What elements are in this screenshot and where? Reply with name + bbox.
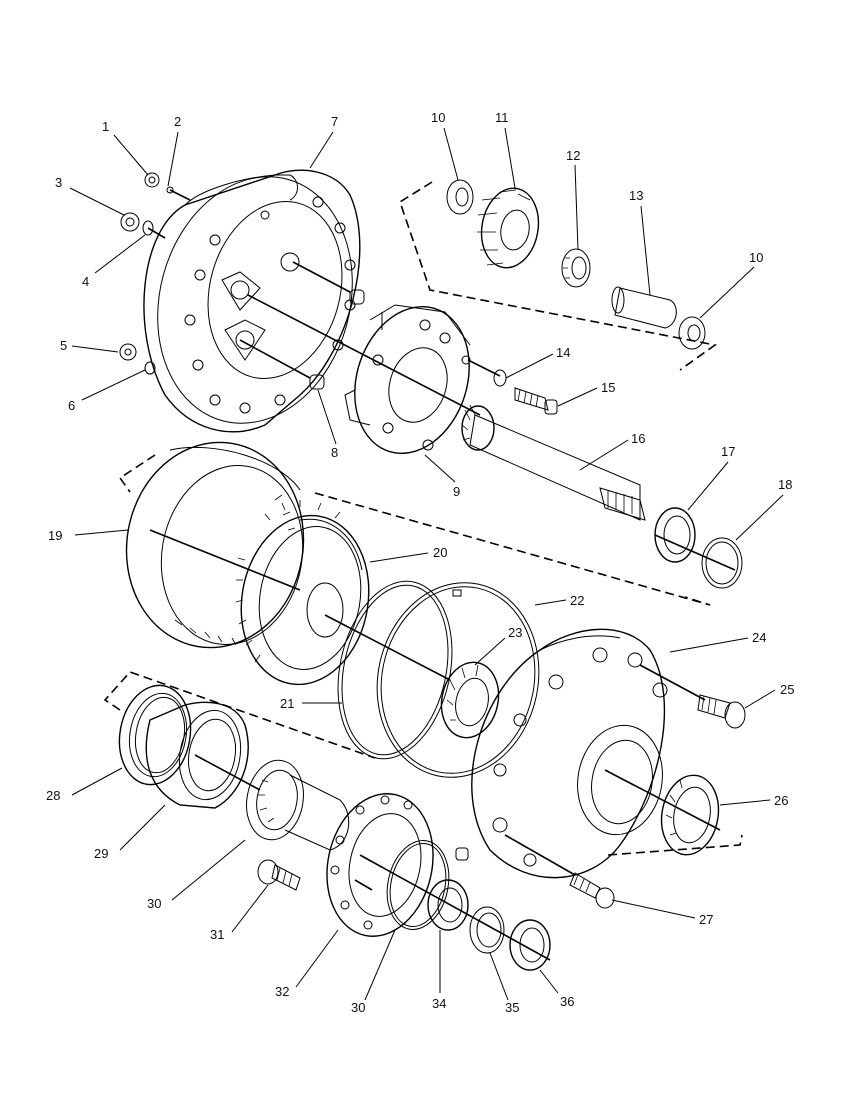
- ring-gear-group-bracket: [118, 454, 711, 606]
- callout-7: 7: [331, 114, 338, 129]
- callout-labels: 1 2 3 4 5 6 7 8 9 10 10 11 12 13 14 15 1…: [46, 110, 794, 1015]
- part-29-seal-housing: [145, 701, 249, 809]
- part-12-needle-bearing: [561, 248, 591, 288]
- callout-14: 14: [556, 345, 570, 360]
- part-1-nut: [144, 172, 160, 188]
- bottom-assembly-axes: [194, 754, 551, 961]
- callout-12: 12: [566, 148, 580, 163]
- callout-26: 26: [774, 793, 788, 808]
- callout-36: 36: [560, 994, 574, 1009]
- part-8-dowel-pins: [309, 289, 365, 390]
- callout-15: 15: [601, 380, 615, 395]
- part-18-snap-ring: [701, 537, 743, 589]
- leader-lines: [69, 127, 784, 1001]
- callout-10b: 10: [749, 250, 763, 265]
- callout-20: 20: [433, 545, 447, 560]
- callout-18: 18: [778, 477, 792, 492]
- callout-25: 25: [780, 682, 794, 697]
- callout-32: 32: [275, 984, 289, 999]
- part-36-washer: [509, 919, 551, 971]
- part-31-bolt: [257, 859, 301, 891]
- part-35-snap-ring: [469, 906, 505, 954]
- part-5-nut: [119, 343, 137, 361]
- callout-13: 13: [629, 188, 643, 203]
- middle-assembly-axes: [149, 529, 721, 876]
- part-16-sun-gear-shaft: [461, 404, 646, 521]
- part-20-ring-gear: [235, 500, 370, 686]
- callout-34: 34: [432, 996, 446, 1011]
- part-32-bearing-carrier-plate: [326, 793, 469, 937]
- callout-23: 23: [508, 625, 522, 640]
- part-13-planet-shaft: [611, 286, 677, 329]
- part-3-nut: [120, 212, 140, 232]
- callout-10a: 10: [431, 110, 445, 125]
- part-21-retaining-ring: [337, 580, 453, 760]
- callout-17: 17: [721, 444, 735, 459]
- part-30-ring-second: [386, 840, 450, 930]
- callout-21: 21: [280, 696, 294, 711]
- top-assembly-axes: [147, 189, 736, 571]
- part-11-planet-gear: [477, 187, 540, 269]
- part-22-retaining-ring: [376, 582, 540, 778]
- part-24-wheel-hub: [471, 628, 668, 879]
- callout-24: 24: [752, 630, 766, 645]
- part-28-seal: [118, 684, 192, 786]
- callout-4: 4: [82, 274, 89, 289]
- part-14-washer: [493, 369, 507, 387]
- callout-2: 2: [174, 114, 181, 129]
- part-10-thrust-washer-bottom: [678, 316, 706, 350]
- callout-31: 31: [210, 927, 224, 942]
- callout-8: 8: [331, 445, 338, 460]
- planet-set-group-bracket: [399, 181, 717, 371]
- callout-11: 11: [495, 110, 509, 125]
- part-7-carrier-flange: [143, 169, 361, 433]
- part-15-bolt: [514, 387, 558, 415]
- callout-1: 1: [102, 119, 109, 134]
- callout-22: 22: [570, 593, 584, 608]
- bottom-group-bracket: [103, 671, 376, 759]
- part-30-spindle-adapter: [246, 759, 350, 851]
- callout-30a: 30: [147, 896, 161, 911]
- callout-6: 6: [68, 398, 75, 413]
- callout-27: 27: [699, 912, 713, 927]
- callout-29: 29: [94, 846, 108, 861]
- part-34-bearing: [427, 879, 469, 931]
- callout-19: 19: [48, 528, 62, 543]
- part-10-thrust-washer-top: [446, 179, 474, 215]
- callout-3: 3: [55, 175, 62, 190]
- part-19-ring-gear-housing: [125, 441, 305, 649]
- part-27-bolt: [569, 872, 615, 909]
- hub-group-bracket: [607, 834, 743, 856]
- callout-9: 9: [453, 484, 460, 499]
- callout-30b: 30: [351, 1000, 365, 1015]
- part-6-washer: [144, 361, 156, 375]
- part-25-wheel-stud: [697, 694, 746, 729]
- callout-5: 5: [60, 338, 67, 353]
- callout-28: 28: [46, 788, 60, 803]
- callout-16: 16: [631, 431, 645, 446]
- part-17-retainer-ring: [654, 507, 696, 563]
- part-4-washer: [142, 220, 154, 236]
- part-26-bearing-cup: [660, 774, 720, 856]
- part-2-washer: [166, 186, 174, 194]
- callout-35: 35: [505, 1000, 519, 1015]
